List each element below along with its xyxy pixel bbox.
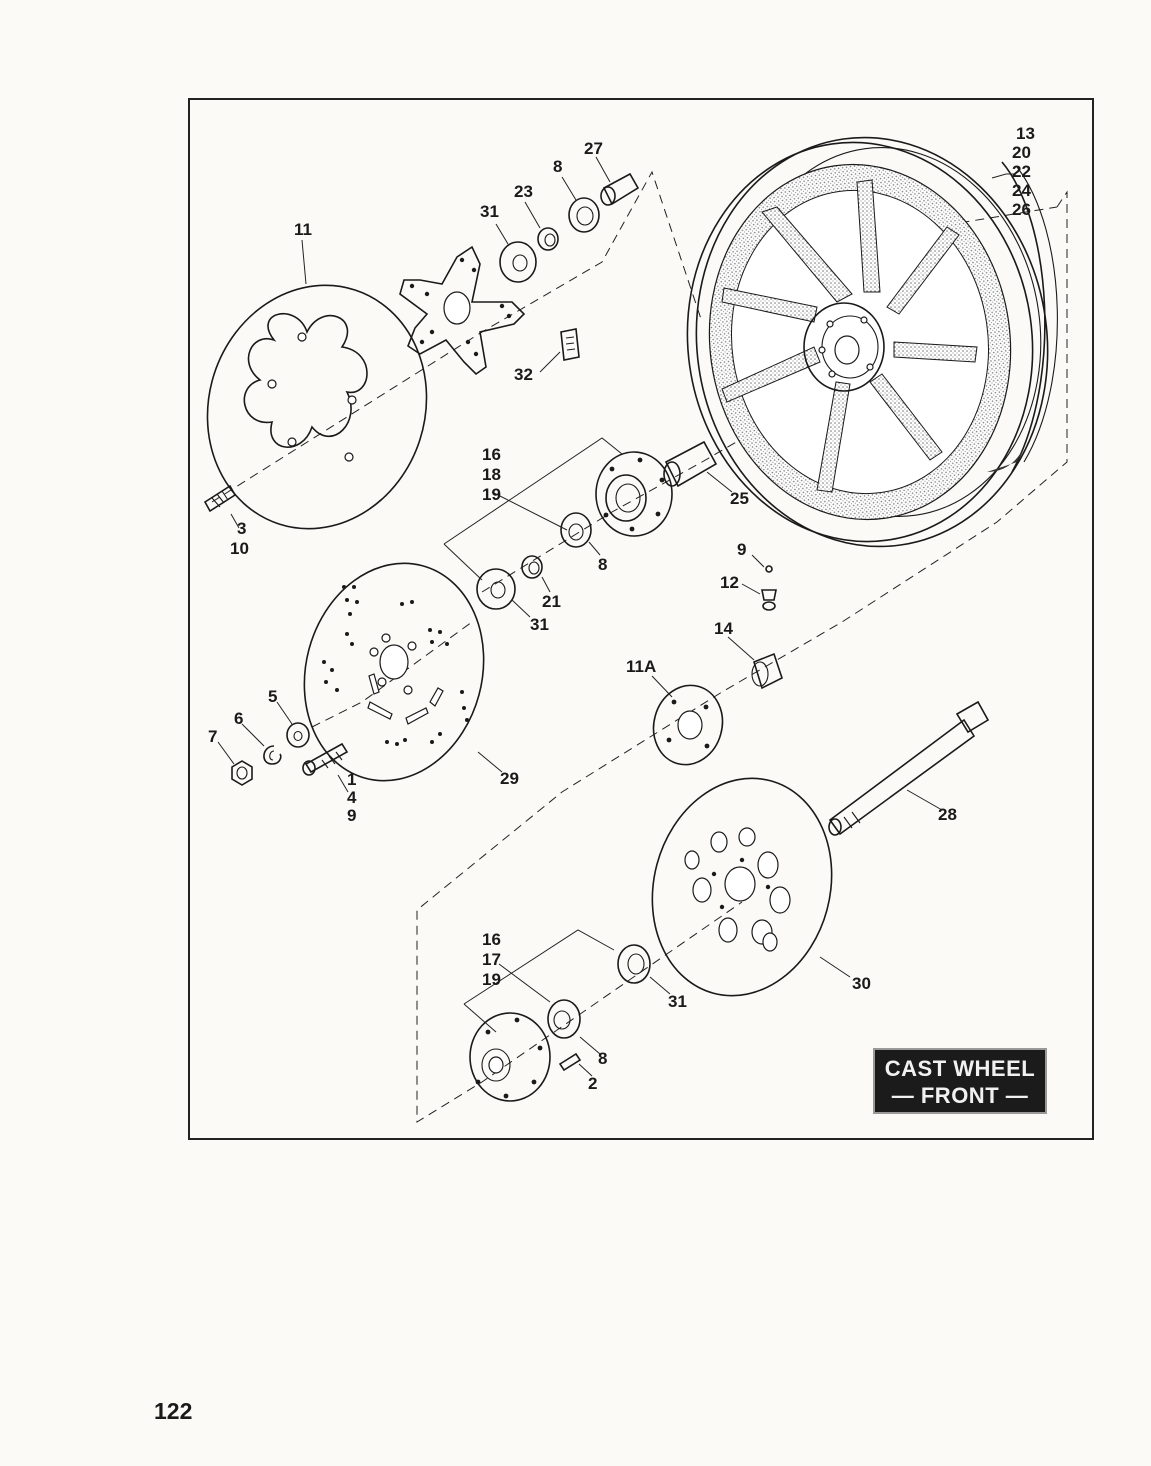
callout-18: 18 <box>482 465 501 484</box>
callout-29: 29 <box>500 769 519 788</box>
callout-23: 23 <box>514 182 533 201</box>
callout-16: 16 <box>482 445 501 464</box>
section-badge: CAST WHEEL — FRONT — <box>873 1048 1047 1114</box>
callout-24: 24 <box>1012 181 1031 200</box>
cast-wheel <box>686 136 1058 548</box>
callout-22: 22 <box>1012 162 1031 181</box>
callout-1: 1 <box>347 770 356 789</box>
axle <box>828 700 990 836</box>
callout-12: 12 <box>720 573 739 592</box>
callout-5: 5 <box>268 687 277 706</box>
callout-8: 8 <box>598 555 607 574</box>
callout-21: 21 <box>542 592 561 611</box>
callout-25: 25 <box>730 489 749 508</box>
callout-27: 27 <box>584 139 603 158</box>
callout-4: 4 <box>347 788 357 807</box>
callout-19: 19 <box>482 970 501 989</box>
callout-11: 11 <box>294 220 312 239</box>
callout-31: 31 <box>530 615 549 634</box>
callout-labels: 11 31 23 8 27 32 13 20 22 24 26 3 10 16 … <box>208 124 1035 1093</box>
callout-32: 32 <box>514 365 533 384</box>
exploded-wheel-diagram: 11 31 23 8 27 32 13 20 22 24 26 3 10 16 … <box>203 124 1068 1123</box>
upper-hub <box>443 437 718 610</box>
brake-disc-front <box>206 284 428 530</box>
callout-30: 30 <box>852 974 871 993</box>
rear-style-rotor <box>303 562 485 782</box>
badge-line-1: CAST WHEEL <box>884 1056 1036 1081</box>
hub-plate <box>652 684 724 766</box>
callout-3: 3 <box>237 519 246 538</box>
lower-hub <box>463 929 651 1102</box>
stud-bolt <box>203 484 237 513</box>
callout-6: 6 <box>234 709 243 728</box>
callout-9: 9 <box>347 806 356 825</box>
callout-19: 19 <box>482 485 501 504</box>
front-rotor <box>651 777 833 997</box>
callout-8: 8 <box>598 1049 607 1068</box>
callout-13: 13 <box>1016 124 1035 143</box>
fittings <box>751 565 783 690</box>
callout-11a: 11A <box>626 657 656 676</box>
star-flange <box>399 245 526 376</box>
callout-26: 26 <box>1012 200 1031 219</box>
leader-lines <box>217 156 1014 1077</box>
callout-20: 20 <box>1012 143 1031 162</box>
page-number: 122 <box>154 1398 193 1424</box>
callout-2: 2 <box>588 1074 597 1093</box>
id-tag <box>560 328 580 361</box>
callout-14: 14 <box>714 619 733 638</box>
callout-31: 31 <box>668 992 687 1011</box>
callout-31: 31 <box>480 202 499 221</box>
rotor-hardware <box>231 722 349 786</box>
badge-line-2: — FRONT — <box>891 1083 1029 1108</box>
callout-10: 10 <box>230 539 249 558</box>
diagram-frame: 11 31 23 8 27 32 13 20 22 24 26 3 10 16 … <box>188 98 1094 1140</box>
callout-7: 7 <box>208 727 217 746</box>
callout-17: 17 <box>482 950 501 969</box>
callout-9: 9 <box>737 540 746 559</box>
callout-8: 8 <box>553 157 562 176</box>
callout-28: 28 <box>938 805 957 824</box>
upper-bearing-stack <box>499 172 640 283</box>
callout-16: 16 <box>482 930 501 949</box>
